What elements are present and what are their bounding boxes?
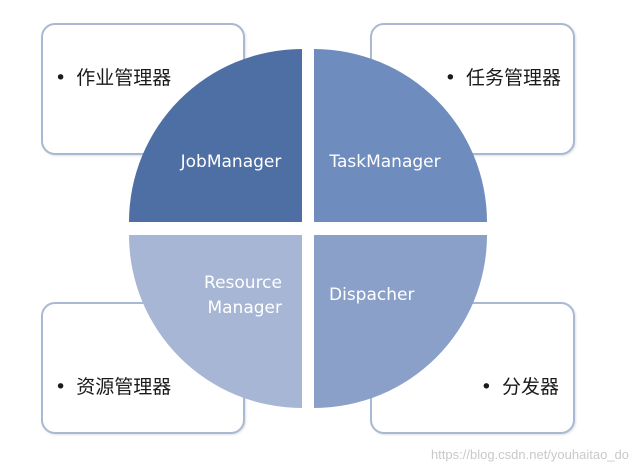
bullet: • [444,67,456,89]
quadrant-bottom-right [314,235,487,408]
note-text: 资源管理器 [76,376,172,398]
watermark: https://blog.csdn.net/youhaitao_do [430,447,629,462]
bullet: • [55,376,67,398]
label-manager: Manager [207,298,282,318]
note-item-dispatcher: • 分发器 [481,372,559,399]
bullet: • [480,376,492,398]
note-text: 任务管理器 [465,67,561,89]
label-resource: Resource [204,273,282,293]
note-item-job-manager: • 作业管理器 [55,63,171,90]
label-task-manager: TaskManager [328,152,440,172]
quadrant-top-right [314,49,487,222]
note-text: 作业管理器 [76,67,172,89]
label-dispacher: Dispacher [329,285,414,305]
quadrant-bottom-left [129,235,302,408]
note-text: 分发器 [501,376,559,398]
note-item-resource-manager: • 资源管理器 [55,372,171,399]
quadrant-top-left [129,49,302,222]
label-job-manager: JobManager [180,152,282,172]
note-item-task-manager: • 任务管理器 [445,63,561,90]
bullet: • [55,67,67,89]
